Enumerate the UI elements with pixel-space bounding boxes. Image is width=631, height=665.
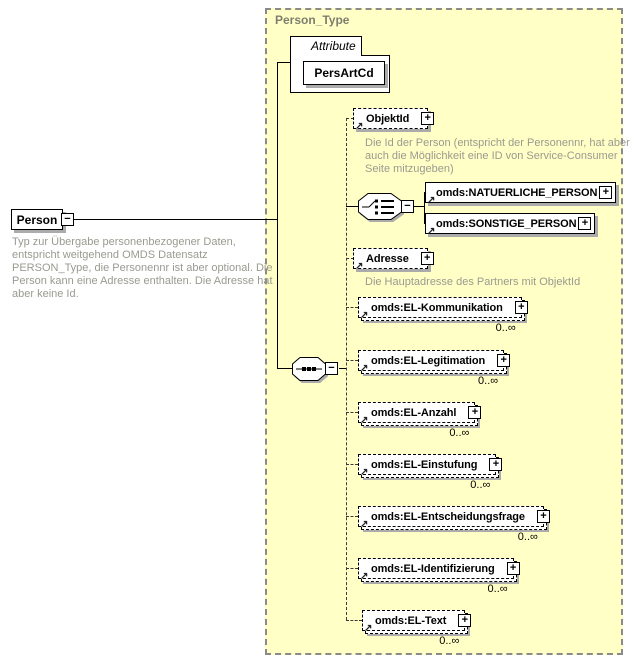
element-el-kommunikation: ↗ omds:EL-Kommunikation + 0..∞: [358, 297, 528, 334]
reference-arrow-icon: ↗: [360, 571, 369, 582]
complex-type-title: Person_Type: [275, 13, 350, 27]
person-element-box[interactable]: Person: [11, 209, 63, 230]
occurrence-label: 0..∞: [478, 375, 499, 387]
reference-arrow-icon: ↗: [355, 261, 364, 272]
element-label: omds:EL-Einstufung: [371, 458, 478, 471]
element-annotation: Die Hauptadresse des Partners mit Objekt…: [365, 276, 581, 288]
expand-icon[interactable]: +: [536, 510, 550, 523]
element-box-el-text[interactable]: ↗ omds:EL-Text +: [362, 610, 472, 634]
element-label: ObjektId: [366, 112, 410, 125]
attribute-group-tab: [290, 36, 362, 56]
element-el-legitimation: ↗ omds:EL-Legitimation + 0..∞: [358, 350, 511, 387]
occurrence-label: 0..∞: [449, 427, 470, 439]
connector-attr-stub: [277, 62, 291, 63]
element-box-el-legitimation[interactable]: ↗ omds:EL-Legitimation +: [358, 350, 511, 374]
element-label: omds:EL-Anzahl: [371, 406, 457, 419]
element-box-adresse[interactable]: ↗ Adresse +: [353, 248, 434, 272]
element-box-objektid[interactable]: ↗ ObjektId +: [353, 108, 435, 132]
complex-type-container: Person_Type: [265, 8, 623, 655]
expand-icon[interactable]: +: [468, 406, 482, 419]
occurrence-label: 0..∞: [495, 322, 516, 334]
element-box-el-identifizierung[interactable]: ↗ omds:EL-Identifizierung +: [358, 558, 520, 582]
choice-icon[interactable]: [358, 193, 402, 220]
element-label: omds:EL-Kommunikation: [371, 301, 503, 314]
attribute-persartcd-label: PersArtCd: [314, 66, 374, 80]
element-box-el-einstufung[interactable]: ↗ omds:EL-Einstufung +: [358, 454, 503, 478]
attribute-group-label: Attribute: [311, 39, 356, 53]
attribute-persartcd-box[interactable]: PersArtCd: [303, 61, 385, 85]
connector-stub-kommunikation: [346, 307, 358, 308]
expand-icon[interactable]: +: [458, 614, 472, 627]
element-label: omds:EL-Identifizierung: [371, 562, 495, 575]
connector-person-line: [74, 219, 277, 220]
connector-seq-stub-left: [277, 368, 292, 369]
connector-seq-stub-right: [339, 368, 347, 369]
element-natuerliche-person: ↗ omds:NATUERLICHE_PERSON +: [425, 182, 617, 206]
element-label: omds:EL-Legitimation: [371, 354, 486, 367]
element-adresse: ↗ Adresse + Die Hauptadresse des Partner…: [353, 248, 580, 288]
element-sonstige-person: ↗ omds:SONSTIGE_PERSON +: [425, 213, 596, 237]
expand-icon[interactable]: +: [497, 354, 511, 367]
occurrence-label: 0..∞: [470, 479, 491, 491]
connector-choice-line: [414, 206, 425, 207]
element-el-text: ↗ omds:EL-Text + 0..∞: [362, 610, 472, 647]
sequence-icon[interactable]: [292, 357, 326, 381]
reference-arrow-icon: ↗: [355, 121, 364, 132]
reference-arrow-icon: ↗: [427, 195, 436, 206]
collapse-icon[interactable]: −: [401, 200, 414, 213]
collapse-icon[interactable]: −: [325, 362, 338, 375]
element-box-el-kommunikation[interactable]: ↗ omds:EL-Kommunikation +: [358, 297, 528, 321]
element-el-identifizierung: ↗ omds:EL-Identifizierung + 0..∞: [358, 558, 520, 595]
element-label: omds:NATUERLICHE_PERSON: [436, 186, 598, 199]
element-box-el-anzahl[interactable]: ↗ omds:EL-Anzahl +: [358, 402, 482, 426]
connector-children-trunk: [346, 118, 347, 620]
connector-stub-anzahl: [346, 412, 358, 413]
occurrence-label: 0..∞: [439, 635, 460, 647]
expand-icon[interactable]: +: [421, 112, 435, 125]
element-box-sonstige-person[interactable]: ↗ omds:SONSTIGE_PERSON +: [425, 213, 596, 237]
element-objektid: ↗ ObjektId + Die Id der Person (entspric…: [353, 108, 630, 175]
element-box-el-entscheidungsfrage[interactable]: ↗ omds:EL-Entscheidungsfrage +: [358, 506, 550, 530]
occurrence-label: 0..∞: [517, 531, 538, 543]
reference-arrow-icon: ↗: [360, 310, 369, 321]
element-label: omds:EL-Text: [375, 614, 447, 627]
expand-icon[interactable]: +: [599, 186, 613, 199]
reference-arrow-icon: ↗: [360, 363, 369, 374]
reference-arrow-icon: ↗: [427, 226, 436, 237]
occurrence-label: 0..∞: [487, 583, 508, 595]
connector-stub-text: [346, 620, 362, 621]
reference-arrow-icon: ↗: [364, 623, 373, 634]
person-annotation: Typ zur Übergabe personenbezogener Daten…: [12, 236, 273, 300]
element-box-natuerliche-person[interactable]: ↗ omds:NATUERLICHE_PERSON +: [425, 182, 617, 206]
element-el-anzahl: ↗ omds:EL-Anzahl + 0..∞: [358, 402, 482, 439]
connector-stub-adresse: [346, 258, 354, 259]
connector-stub-einstufung: [346, 464, 358, 465]
connector-stub-objektid: [346, 118, 354, 119]
element-el-entscheidungsfrage: ↗ omds:EL-Entscheidungsfrage + 0..∞: [358, 506, 550, 543]
connector-stub-legitimation: [346, 360, 358, 361]
connector-stub-choice: [346, 206, 358, 207]
expand-icon[interactable]: +: [514, 301, 528, 314]
element-label: Adresse: [366, 252, 409, 265]
element-annotation: Die Id der Person (entspricht der Person…: [365, 137, 630, 175]
element-el-einstufung: ↗ omds:EL-Einstufung + 0..∞: [358, 454, 503, 491]
element-label: omds:SONSTIGE_PERSON: [436, 217, 577, 230]
connector-stub-identifizierung: [346, 568, 358, 569]
connector-stub-entscheidungsfrage: [346, 516, 358, 517]
expand-icon[interactable]: +: [506, 562, 520, 575]
reference-arrow-icon: ↗: [360, 467, 369, 478]
connector-choice-branch: [424, 192, 425, 224]
element-label: omds:EL-Entscheidungsfrage: [371, 510, 525, 523]
person-element-label: Person: [16, 212, 58, 227]
expand-icon[interactable]: +: [420, 252, 434, 265]
connector-trunk: [277, 62, 278, 369]
collapse-icon[interactable]: −: [61, 213, 74, 226]
expand-icon[interactable]: +: [489, 458, 503, 471]
reference-arrow-icon: ↗: [360, 415, 369, 426]
expand-icon[interactable]: +: [578, 217, 592, 230]
reference-arrow-icon: ↗: [360, 519, 369, 530]
